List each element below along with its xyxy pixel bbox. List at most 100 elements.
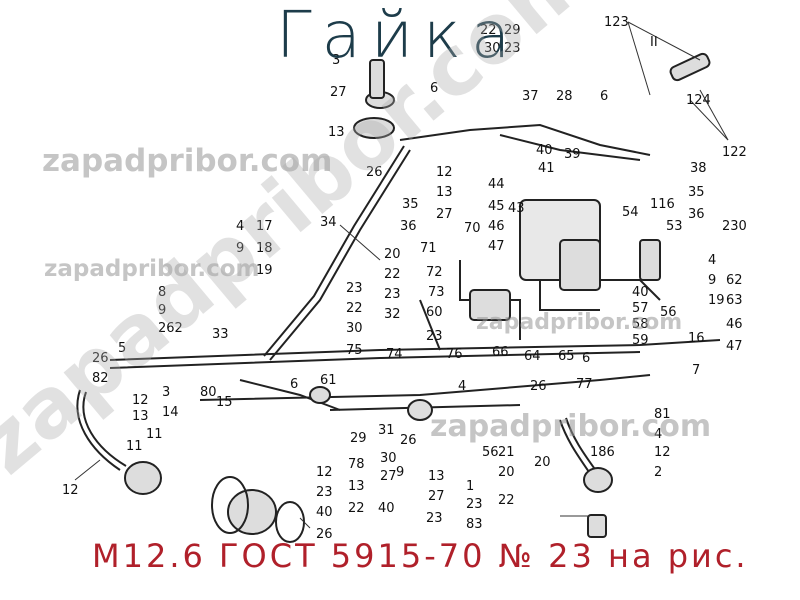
callout-label: 40 xyxy=(632,285,649,300)
callout-label: 47 xyxy=(488,239,505,254)
callout-label: 37 xyxy=(522,89,539,104)
callout-label: 6 xyxy=(600,89,608,104)
callout-label: 20 xyxy=(384,247,401,262)
callout-label: 230 xyxy=(722,219,747,234)
callout-label: 28 xyxy=(556,89,573,104)
watermark-3: zapadpribor.com xyxy=(476,310,683,335)
callout-label: 40 xyxy=(378,501,395,516)
callout-label: 76 xyxy=(446,347,463,362)
callout-label: 4 xyxy=(236,219,244,234)
callout-label: 1 xyxy=(466,479,474,494)
callout-label: 45 xyxy=(488,199,505,214)
callout-label: 6 xyxy=(582,351,590,366)
callout-label: 83 xyxy=(466,517,483,532)
callout-label: 34 xyxy=(320,215,337,230)
callout-label: 12 xyxy=(654,445,671,460)
callout-label: 13 xyxy=(132,409,149,424)
callout-label: 4 xyxy=(708,253,716,268)
callout-label: 11 xyxy=(126,439,143,454)
callout-label: 23 xyxy=(426,329,443,344)
callout-label: 13 xyxy=(436,185,453,200)
callout-label: 23 xyxy=(466,497,483,512)
callout-label: 13 xyxy=(428,469,445,484)
callout-label: 74 xyxy=(386,347,403,362)
callout-label: 30 xyxy=(380,451,397,466)
callout-label: 56 xyxy=(482,445,499,460)
callout-label: 72 xyxy=(426,265,443,280)
callout-label: 26 xyxy=(92,351,109,366)
callout-label: 23 xyxy=(426,511,443,526)
callout-label: 44 xyxy=(488,177,505,192)
callout-label: 18 xyxy=(256,241,273,256)
callout-label: 38 xyxy=(690,161,707,176)
callout-label: 30 xyxy=(346,321,363,336)
callout-label: 29 xyxy=(350,431,367,446)
callout-label: 78 xyxy=(348,457,365,472)
callout-label: 19 xyxy=(708,293,725,308)
callout-label: 23 xyxy=(384,287,401,302)
callout-label: 22 xyxy=(348,501,365,516)
callout-label: 62 xyxy=(726,273,743,288)
callout-label: 26 xyxy=(316,527,333,542)
callout-label: 80 xyxy=(200,385,217,400)
callout-label: 39 xyxy=(564,147,581,162)
page-title: Гайка xyxy=(276,0,521,73)
callout-label: 22 xyxy=(498,493,515,508)
callout-label: 29 xyxy=(504,23,521,38)
callout-label: 35 xyxy=(688,185,705,200)
callout-label: 35 xyxy=(402,197,419,212)
callout-label: 40 xyxy=(316,505,333,520)
callout-label: 71 xyxy=(420,241,437,256)
callout-label: 4 xyxy=(458,379,466,394)
callout-label: 8 xyxy=(158,285,166,300)
callout-label: 70 xyxy=(464,221,481,236)
callout-label: 6 xyxy=(290,377,298,392)
callout-label: 13 xyxy=(328,125,345,140)
callout-label: 262 xyxy=(158,321,183,336)
callout-label: 6 xyxy=(430,81,438,96)
callout-label: 5 xyxy=(118,341,126,356)
callout-label: 13 xyxy=(348,479,365,494)
callout-label: 14 xyxy=(162,405,179,420)
callout-label: 27 xyxy=(330,85,347,100)
callout-label: 26 xyxy=(400,433,417,448)
callout-label: 30 xyxy=(484,41,501,56)
callout-label: 12 xyxy=(132,393,149,408)
callout-label: 22 xyxy=(346,301,363,316)
callout-label: 82 xyxy=(92,371,109,386)
callout-label: 16 xyxy=(688,331,705,346)
callout-label: 36 xyxy=(400,219,417,234)
callout-label: 3 xyxy=(332,53,340,68)
callout-label: 33 xyxy=(212,327,229,342)
watermark-4: zapadpribor.com xyxy=(430,409,712,444)
callout-label: 23 xyxy=(316,485,333,500)
callout-label: II xyxy=(650,35,658,50)
callout-label: 57 xyxy=(632,301,649,316)
callout-label: 15 xyxy=(216,395,233,410)
part-caption: М12.6 ГОСТ 5915-70 № 23 на рис. xyxy=(92,537,749,575)
callout-label: 59 xyxy=(632,333,649,348)
callout-label: 20 xyxy=(534,455,551,470)
watermark-1: zapadpribor.com xyxy=(42,143,333,179)
callout-label: 23 xyxy=(346,281,363,296)
callout-label: 4 xyxy=(654,427,662,442)
callout-label: 40 xyxy=(536,143,553,158)
callout-label: 27 xyxy=(380,469,397,484)
callout-label: 12 xyxy=(316,465,333,480)
callout-label: 186 xyxy=(590,445,615,460)
callout-label: 81 xyxy=(654,407,671,422)
callout-label: 65 xyxy=(558,349,575,364)
callout-label: 46 xyxy=(488,219,505,234)
callout-label: 9 xyxy=(396,465,404,480)
callout-label: 3 xyxy=(162,385,170,400)
watermark-2: zapadpribor.com xyxy=(44,256,260,282)
callout-label: 66 xyxy=(492,345,509,360)
callout-label: 26 xyxy=(530,379,547,394)
callout-label: 47 xyxy=(726,339,743,354)
callout-label: 46 xyxy=(726,317,743,332)
callout-label: 54 xyxy=(622,205,639,220)
callout-label: 22 xyxy=(480,23,497,38)
callout-label: 17 xyxy=(256,219,273,234)
